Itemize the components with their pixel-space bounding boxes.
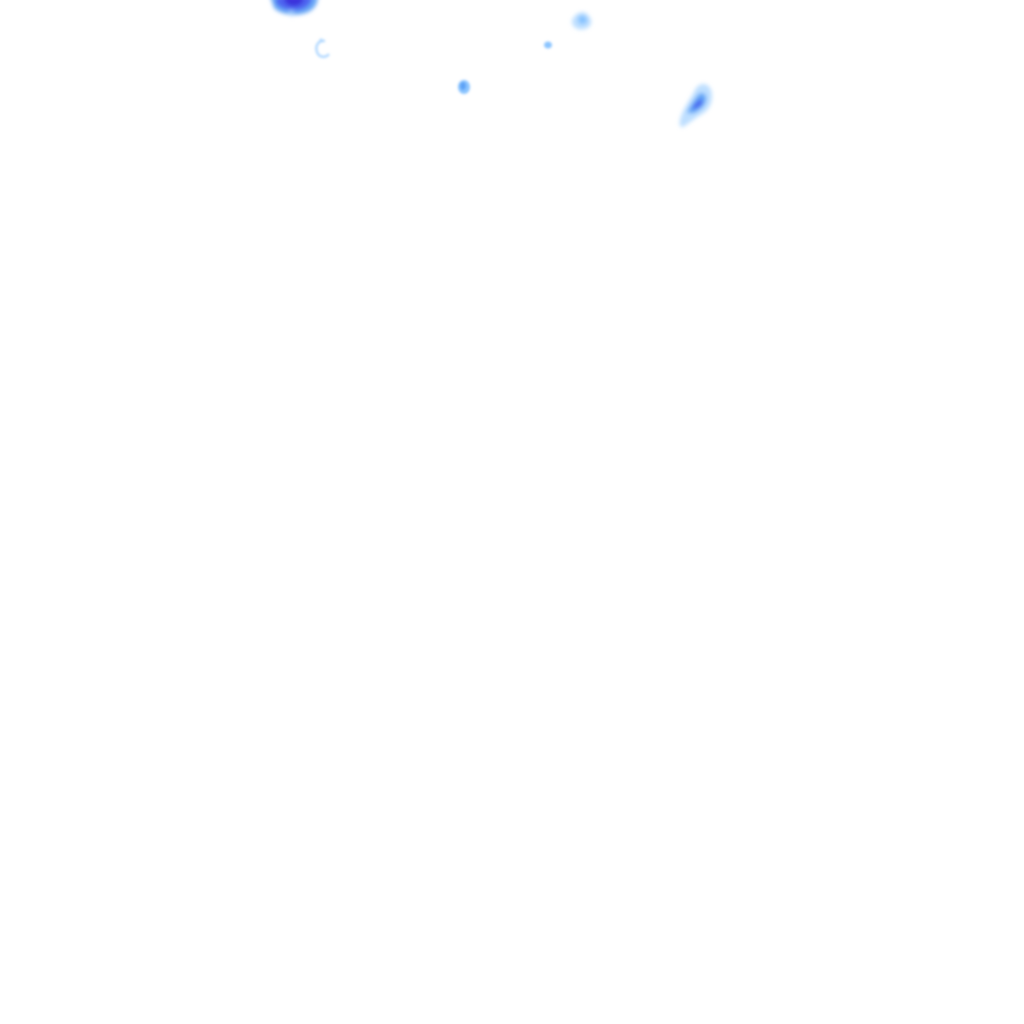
echo-patch-north-center bbox=[571, 12, 592, 30]
echo-speck-center-left bbox=[458, 80, 470, 94]
echo-cluster-northwest bbox=[271, 0, 318, 18]
echo-cell-east bbox=[679, 84, 712, 128]
echo-fragment-west bbox=[315, 38, 330, 58]
echo-speck-center bbox=[544, 41, 552, 49]
